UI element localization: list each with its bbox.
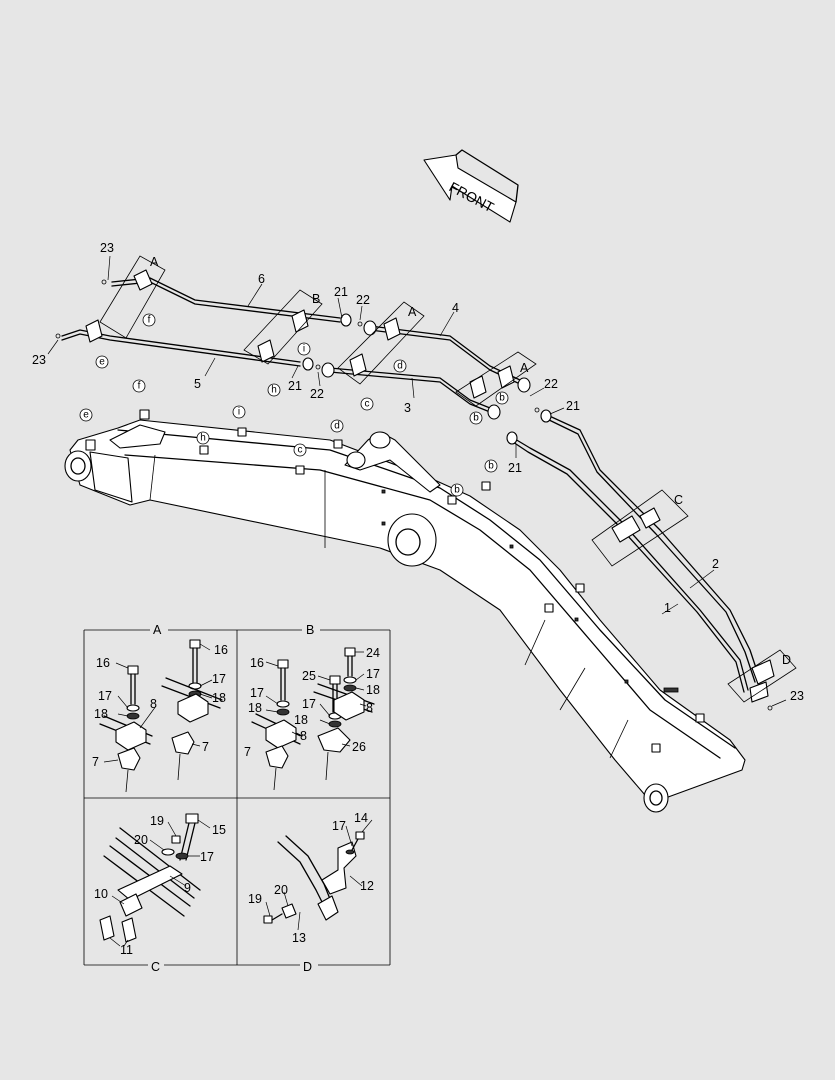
tag-a-right: A xyxy=(520,361,529,375)
callout-leaders xyxy=(47,255,787,707)
c-callout-11: 11 xyxy=(120,943,133,957)
callout-21-bottom: 21 xyxy=(508,461,522,475)
front-direction-arrow: FRONT xyxy=(423,149,519,223)
marker-c-boom: b xyxy=(488,461,494,472)
a-callout-16b: 16 xyxy=(214,643,228,657)
c-callout-15: 15 xyxy=(212,823,226,837)
callout-2: 2 xyxy=(712,557,719,571)
marker-f-pipe: e xyxy=(99,357,105,368)
panel-a-detail: 16 16 17 17 18 18 8 7 7 xyxy=(92,639,228,793)
callout-23-left: 23 xyxy=(32,353,46,367)
b-callout-18c: 18 xyxy=(294,713,308,727)
marker-f-boom: e xyxy=(83,410,89,421)
callout-6: 6 xyxy=(258,272,265,286)
a-callout-7b: 7 xyxy=(202,740,209,754)
b-callout-16: 16 xyxy=(250,656,264,670)
callout-23-top: 23 xyxy=(100,241,114,255)
callout-3: 3 xyxy=(404,401,411,415)
marker-h-pipe: h xyxy=(271,385,277,396)
b-callout-26: 26 xyxy=(352,740,366,754)
marker-b-pipe: b xyxy=(473,413,479,424)
detail-reference-frames xyxy=(99,255,797,703)
marker-e-pipe: d xyxy=(397,361,403,372)
b-callout-18: 18 xyxy=(248,701,262,715)
marker-i-pipe: i xyxy=(303,344,305,355)
c-callout-9: 9 xyxy=(184,881,191,895)
d-callout-12: 12 xyxy=(360,879,374,893)
b-callout-18b: 18 xyxy=(366,683,380,697)
b-callout-7: 7 xyxy=(244,745,251,759)
marker-d-pipe: c xyxy=(365,399,370,410)
b-callout-25: 25 xyxy=(302,669,316,683)
d-callout-17: 17 xyxy=(332,819,346,833)
panel-c-detail: 19 15 20 17 9 10 11 xyxy=(94,813,226,957)
callout-22-upper: 22 xyxy=(356,293,370,307)
a-callout-17: 17 xyxy=(98,689,112,703)
marker-h-boom: h xyxy=(200,433,206,444)
c-callout-17: 17 xyxy=(200,850,214,864)
a-callout-17b: 17 xyxy=(212,672,226,686)
marker-g-pipe: f xyxy=(148,315,151,326)
callout-21-upper: 21 xyxy=(334,285,348,299)
d-callout-20: 20 xyxy=(274,883,288,897)
tag-c: C xyxy=(674,493,683,507)
d-callout-19: 19 xyxy=(248,892,262,906)
b-callout-17c: 17 xyxy=(302,697,316,711)
c-callout-20: 20 xyxy=(134,833,148,847)
c-callout-10: 10 xyxy=(94,887,108,901)
a-callout-7: 7 xyxy=(92,755,99,769)
detail-panels: A B C D xyxy=(83,623,391,974)
panel-title-c: C xyxy=(151,960,160,974)
a-callout-8: 8 xyxy=(150,697,157,711)
panel-d-detail: 17 14 12 19 20 13 xyxy=(248,811,374,945)
b-callout-24: 24 xyxy=(366,646,380,660)
marker-i-boom: i xyxy=(238,407,240,418)
a-callout-18b: 18 xyxy=(212,691,226,705)
panel-title-b: B xyxy=(306,623,314,637)
callout-4: 4 xyxy=(452,301,459,315)
b-callout-8b: 8 xyxy=(366,701,373,715)
callout-5: 5 xyxy=(194,377,201,391)
d-callout-13: 13 xyxy=(292,931,306,945)
marker-d-boom: c xyxy=(298,445,303,456)
marker-c-pipe: b xyxy=(499,393,505,404)
b-callout-8: 8 xyxy=(300,729,307,743)
panel-b-detail: 16 24 25 17 17 17 18 18 18 8 8 7 26 xyxy=(244,646,380,791)
tag-a-left: A xyxy=(150,255,159,269)
marker-g-boom: f xyxy=(138,381,141,392)
panel-title-d: D xyxy=(303,960,312,974)
callout-21-right: 21 xyxy=(566,399,580,413)
boom-structure xyxy=(64,409,746,813)
d-callout-14: 14 xyxy=(354,811,368,825)
a-callout-18: 18 xyxy=(94,707,108,721)
tag-d: D xyxy=(782,653,791,667)
main-callout-numbers: 6 5 4 3 2 1 23 23 23 21 22 21 22 22 21 2… xyxy=(32,241,804,703)
tag-b: B xyxy=(312,292,320,306)
b-callout-17b: 17 xyxy=(366,667,380,681)
tag-a-center: A xyxy=(408,305,417,319)
callout-22-right: 22 xyxy=(544,377,558,391)
marker-e-boom: d xyxy=(334,421,340,432)
callout-23-right: 23 xyxy=(790,689,804,703)
b-callout-17: 17 xyxy=(250,686,264,700)
callout-1: 1 xyxy=(664,601,671,615)
marker-b-boom: b xyxy=(454,485,460,496)
c-callout-19: 19 xyxy=(150,814,164,828)
callout-22-lower: 22 xyxy=(310,387,324,401)
a-callout-16: 16 xyxy=(96,656,110,670)
panel-title-a: A xyxy=(153,623,162,637)
letter-markers: f e i h d c b b f e i h d c b b xyxy=(79,313,509,497)
callout-21-lower: 21 xyxy=(288,379,302,393)
